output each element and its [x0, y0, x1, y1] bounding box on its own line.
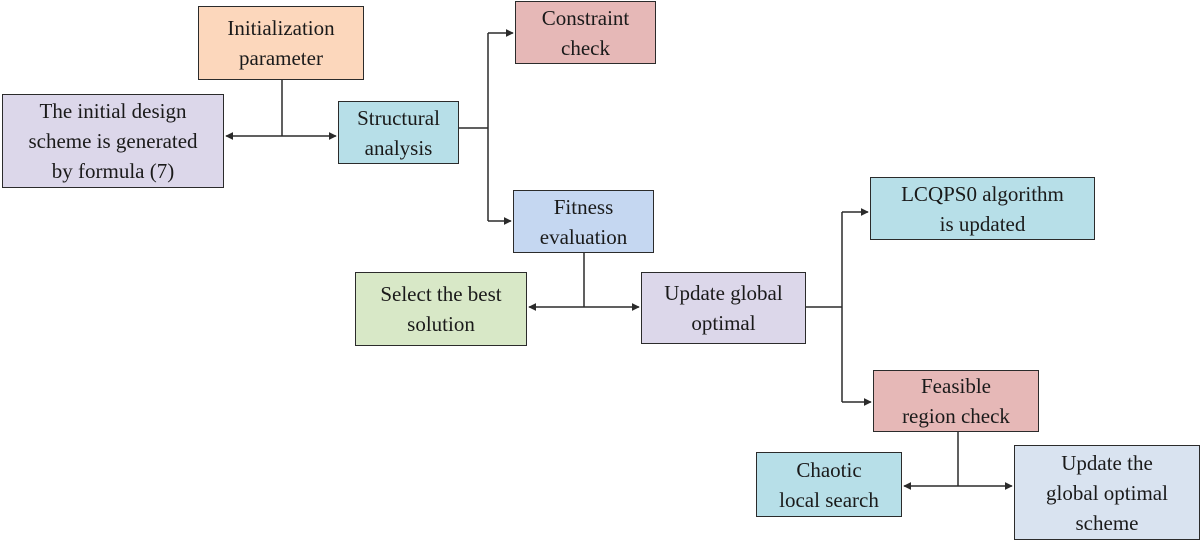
initial-design-scheme-box: The initial design scheme is generated b… — [2, 94, 224, 188]
update-global-optimal-scheme-box: Update the global optimal scheme — [1014, 445, 1200, 540]
fitness-evaluation-box: Fitness evaluation — [513, 190, 654, 253]
constraint-check-box: Constraint check — [515, 1, 656, 64]
update-global-optimal-box: Update global optimal — [641, 272, 806, 344]
chaotic-local-search-box: Chaotic local search — [756, 452, 902, 517]
lcqpso-algorithm-updated-box: LCQPS0 algorithm is updated — [870, 177, 1095, 240]
feasible-region-check-box: Feasible region check — [873, 370, 1039, 432]
select-best-solution-box: Select the best solution — [355, 272, 527, 346]
initialization-parameter-box: Initialization parameter — [198, 6, 364, 80]
structural-analysis-box: Structural analysis — [338, 101, 459, 164]
